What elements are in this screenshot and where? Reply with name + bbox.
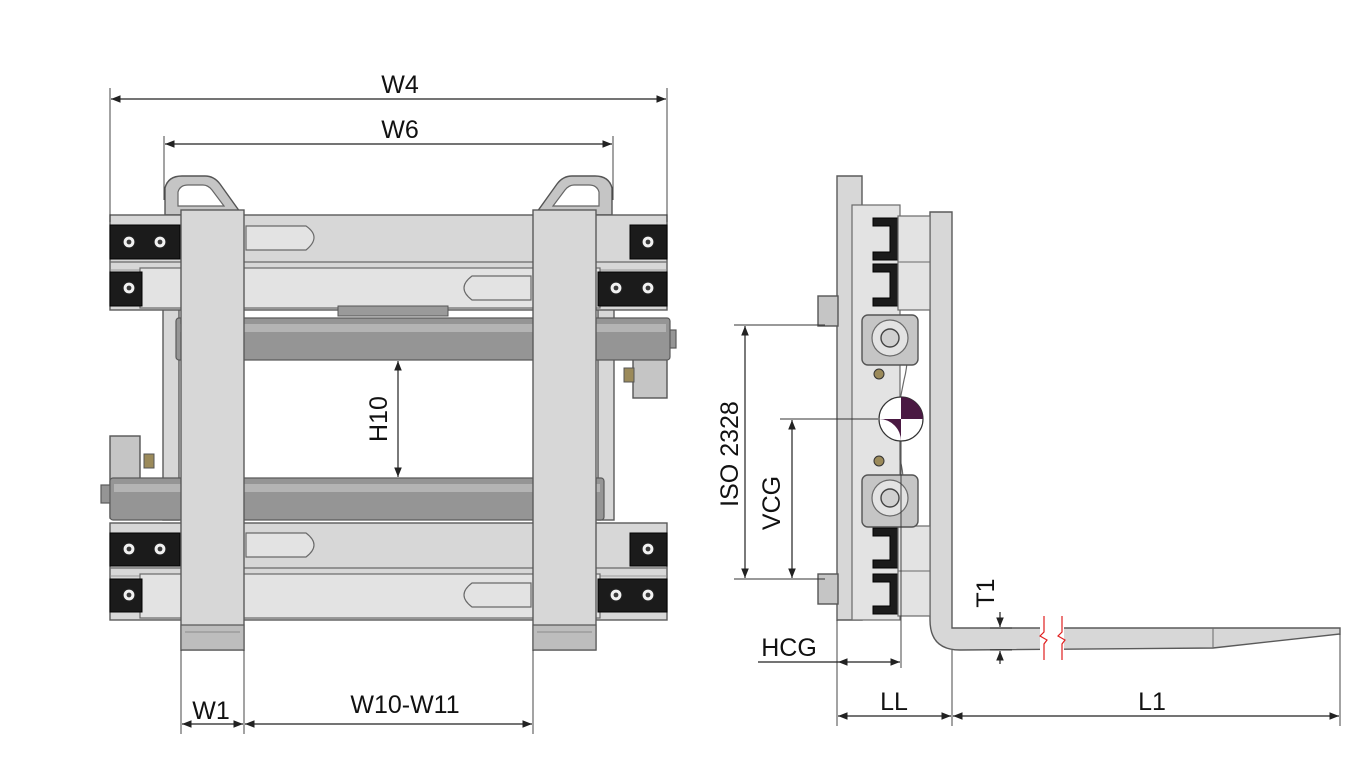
- fork-right: [532, 209, 597, 651]
- side-view: [817, 175, 1341, 660]
- ll-label: LL: [880, 688, 908, 716]
- hcg-label: HCG: [761, 634, 817, 662]
- front-dimensions: W4 W6 H10 W1 W10-W11: [109, 71, 668, 734]
- pivot-boss-upper: [861, 314, 919, 380]
- slider-bolts: [122, 235, 655, 602]
- w4-label: W4: [381, 71, 419, 99]
- grease-nipple-right: [623, 367, 635, 383]
- lifting-eye-right: [536, 175, 613, 216]
- lifting-eye-left: [164, 175, 241, 216]
- w6-label: W6: [381, 116, 419, 144]
- pivot-boss-lower: [861, 455, 919, 528]
- side-dimensions: ISO 2328 VCG HCG T1 LL L1: [716, 324, 1341, 726]
- hook-latches: [245, 225, 532, 608]
- break-mark-right: [1057, 616, 1066, 660]
- side-bolt-lower: [817, 573, 839, 605]
- iso-2328-label: ISO 2328: [716, 401, 744, 507]
- front-view: [100, 175, 677, 651]
- w1-label: W1: [192, 697, 230, 725]
- grease-nipple-left: [143, 453, 155, 469]
- side-sliders: [872, 215, 931, 617]
- center-of-gravity-marker: [878, 396, 924, 442]
- side-bolt-upper: [817, 295, 839, 327]
- w10-w11-label: W10-W11: [350, 691, 459, 719]
- l1-label: L1: [1138, 688, 1166, 716]
- h10-label: H10: [365, 396, 393, 442]
- vcg-label: VCG: [758, 476, 786, 530]
- fork-left: [180, 209, 245, 651]
- fork-profile: [929, 211, 1341, 651]
- break-mark-left: [1039, 616, 1048, 660]
- t1-label: T1: [972, 578, 1000, 607]
